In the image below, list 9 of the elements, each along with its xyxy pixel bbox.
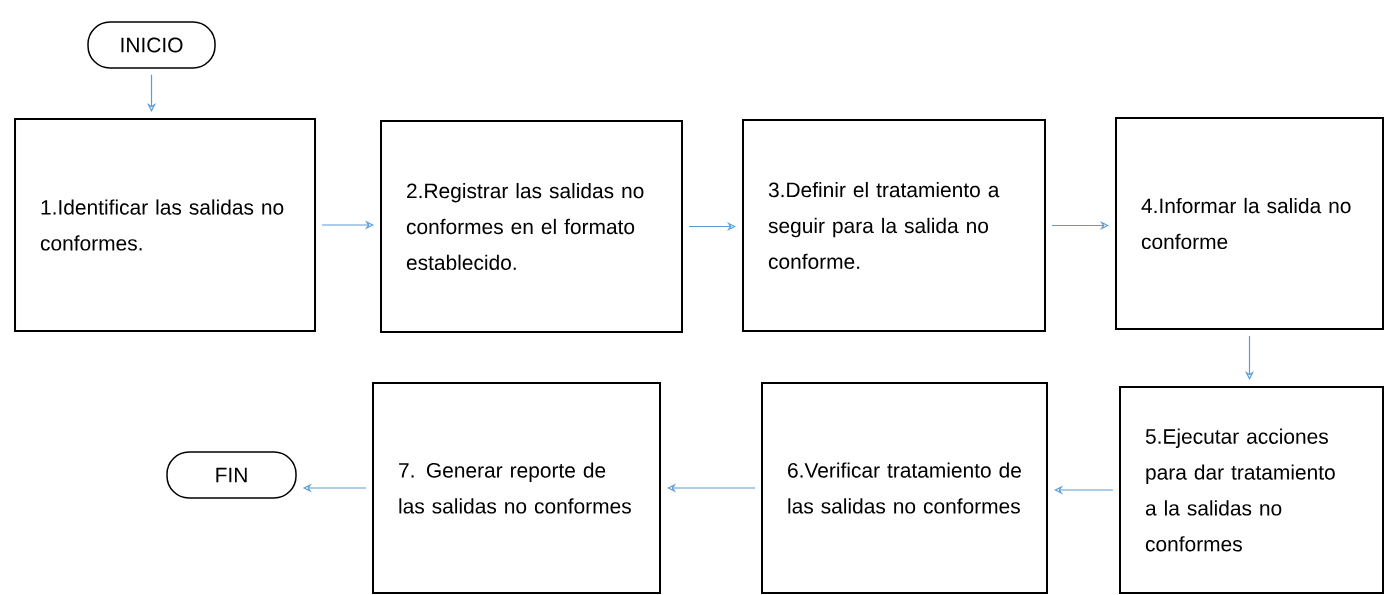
process-box: 6.Verificar tratamiento de las salidas no conformes [761,382,1048,594]
process-box: 4.Informar la salida no conforme [1115,117,1384,330]
process-box: 2.Registrar las salidas no conformes en el formato establecido. [380,120,683,333]
process-box: 5.Ejecutar acciones para dar tratamiento a la salidas no conformes [1119,386,1384,594]
process-box: 3.Definir el tratamiento a seguir para la salida no conforme. [742,119,1046,332]
terminal-box: INICIO [87,21,216,69]
process-box: 1.Identificar las salidas no conformes. [14,118,316,332]
process-box: 7. Generar reporte de las salidas no conformes [372,382,661,594]
terminal-box: FIN [166,451,297,499]
